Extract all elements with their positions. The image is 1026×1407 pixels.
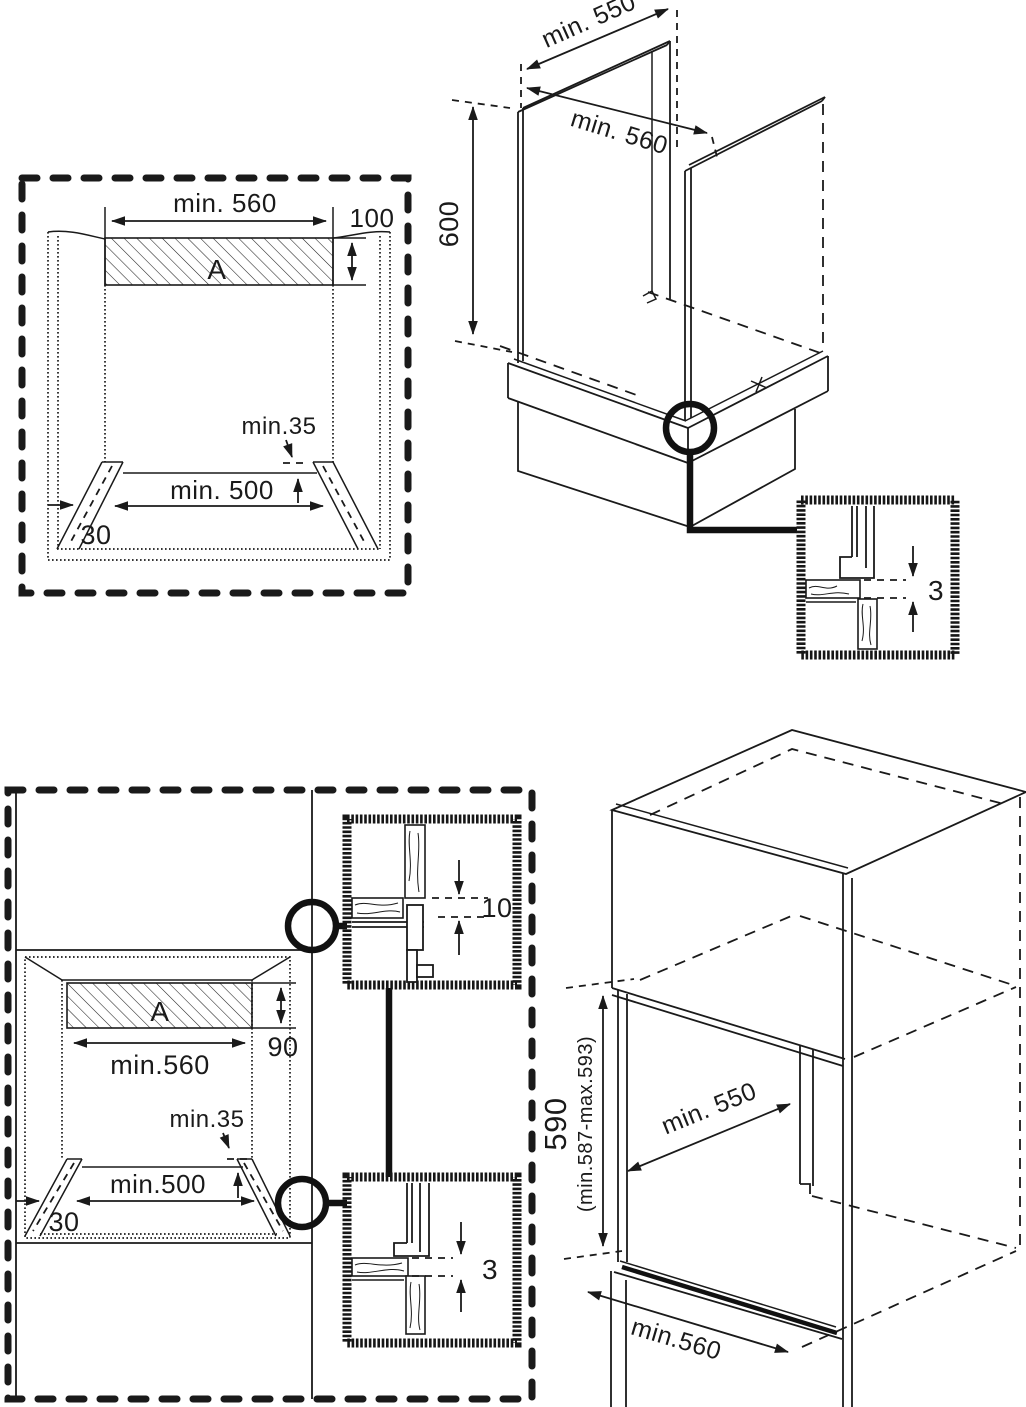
hidden-edges	[639, 797, 1021, 1348]
gap-value: 3	[928, 575, 944, 606]
dim-width-bottom: min. 500	[170, 475, 274, 505]
dim-depth-worktop-arrow	[526, 8, 669, 70]
panel-cross-section-2	[405, 1275, 426, 1335]
dim-depth-niche-arrow	[526, 86, 708, 135]
dim-column-width: min.560	[628, 1313, 725, 1366]
gap-value-top: 10	[481, 893, 512, 923]
vent-area-label: A	[207, 254, 226, 285]
right-bottom-vent	[312, 461, 379, 550]
detail-callout-circle	[662, 400, 718, 456]
plinth	[517, 402, 796, 529]
column-gap-detail-bottom: 3	[342, 1172, 522, 1348]
under-counter-iso-view: min. 550 min. 560 600	[434, 0, 829, 534]
oven-top-profile	[406, 904, 434, 983]
worktop-cross-section	[805, 579, 861, 599]
dim-column-depth: min. 550	[657, 1077, 760, 1140]
detail-connector	[686, 452, 797, 534]
dim-side-vent: 30	[80, 520, 111, 550]
right-side-panel	[684, 96, 826, 420]
left-bottom-vent-2	[24, 1158, 83, 1237]
vent-area-hatched-2	[66, 982, 253, 1029]
dim-side-vent-2: 30	[48, 1207, 79, 1237]
vent-area-hatched	[104, 237, 334, 286]
left-side-panel	[517, 40, 671, 363]
oven-front-profile	[839, 506, 875, 579]
column-iso-view: 590 (min.587-max.593) min. 550 min.560	[538, 729, 1026, 1407]
shelf-cross-section-2	[351, 1257, 409, 1277]
dim-vent-height: 100	[350, 203, 395, 233]
left-bottom-vent	[56, 461, 124, 550]
cabinet-panel-cross-section	[857, 598, 878, 650]
vent-area-label-2: A	[150, 996, 169, 1027]
dim-depth-niche: min. 560	[567, 104, 671, 160]
base-cabinet	[499, 289, 829, 529]
gap-value-bottom: 3	[482, 1254, 498, 1285]
detail-callout-circle-bottom	[274, 1175, 330, 1231]
dim-vent-height-2: 90	[267, 1032, 298, 1062]
right-bottom-vent-2	[236, 1158, 291, 1237]
cabinet-outline	[24, 956, 291, 1239]
upper-compartment	[609, 729, 1026, 1067]
under-counter-gap-detail: 3	[796, 495, 960, 660]
dim-column-height-range: (min.587-max.593)	[575, 1036, 597, 1212]
dim-column-height: 590	[538, 1097, 573, 1150]
dim-height: 600	[434, 201, 464, 248]
dim-column-depth-arrow	[627, 1103, 791, 1172]
dim-width-top: min. 560	[173, 188, 277, 218]
oven-front-profile-2	[393, 1183, 430, 1257]
dim-rear-gap: min.35	[241, 413, 316, 440]
upper-panel-cross-section	[404, 824, 426, 899]
under-counter-front-view: A min. 560 100 min.35 min. 500	[18, 174, 412, 597]
rear-gap-pointer-2	[219, 1132, 230, 1149]
dim-rear-gap-2: min.35	[169, 1106, 244, 1133]
dim-width-top-2: min.560	[110, 1050, 210, 1080]
dim-width-bottom-2: min.500	[110, 1169, 206, 1199]
kitchen-outline-dashed-2	[4, 786, 536, 1403]
kitchen-outline-dashed	[18, 174, 412, 597]
shelf-cross-section	[351, 897, 404, 919]
column-gap-detail-top: 10	[342, 814, 522, 990]
rear-gap-pointer	[283, 439, 293, 458]
dim-column-width-arrow	[587, 1291, 789, 1353]
